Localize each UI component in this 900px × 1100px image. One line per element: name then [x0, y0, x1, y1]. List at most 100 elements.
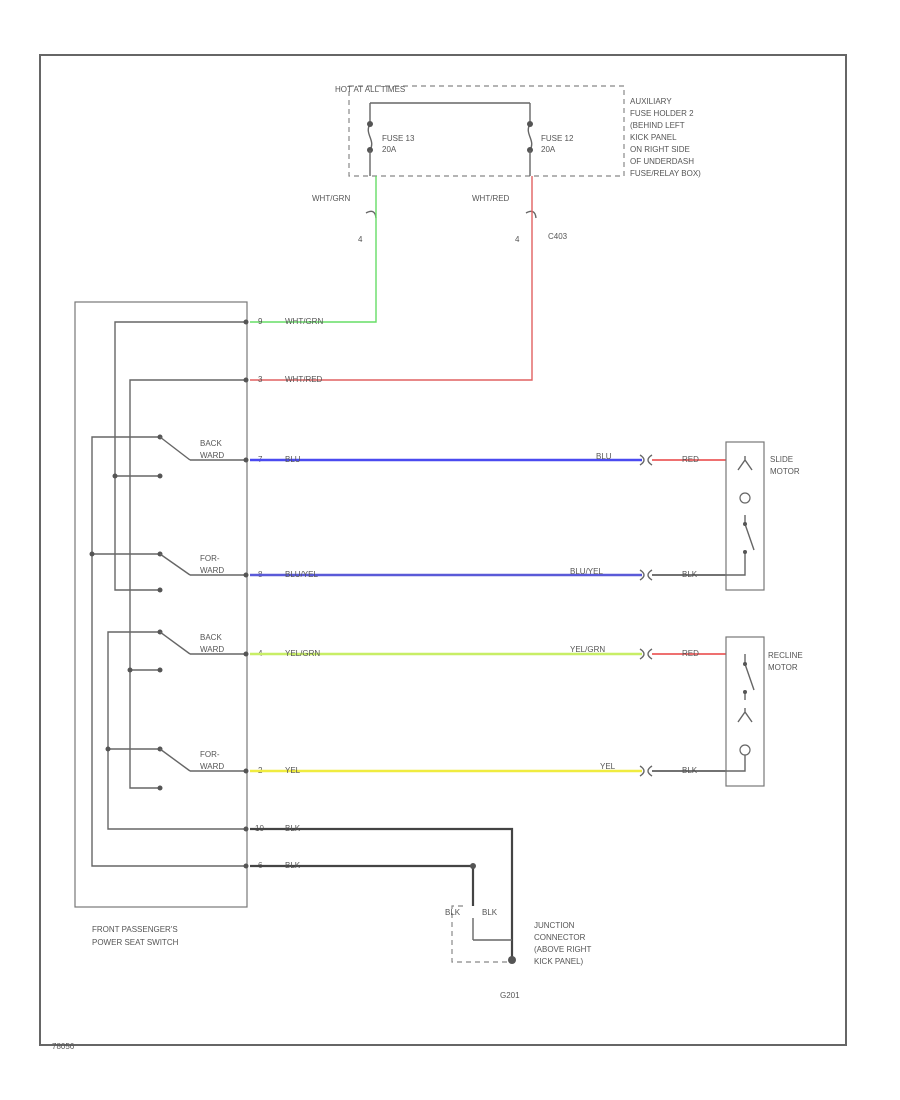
wire-blk-pin10	[250, 827, 514, 960]
ground-circuit: BLK BLK BLK BLK JUNCTION CONNECTOR (ABOV…	[250, 824, 591, 1000]
c403-name: C403	[548, 232, 568, 241]
fuse-block-title: HOT AT ALL TIMES	[335, 85, 405, 94]
inline-connectors	[639, 454, 653, 777]
recline-motor-contact-top	[743, 662, 747, 666]
fuse-13-rating: 20A	[382, 145, 397, 154]
junction-label-2: CONNECTOR	[534, 933, 586, 942]
inline-connector-3-icon	[639, 648, 653, 660]
contact-1-blade	[159, 436, 191, 461]
ground-point-dot	[508, 956, 516, 964]
pin-number-3: 3	[258, 375, 263, 384]
motor-wire-2-right-label: BLK	[682, 570, 698, 579]
c403-connector-b-icon	[525, 210, 537, 219]
fuse-12-name: FUSE 12	[541, 134, 574, 143]
wire-blu-label: BLU	[285, 455, 301, 464]
ground-id-label: G201	[500, 991, 520, 1000]
contact-3-blade	[159, 631, 191, 655]
diagram-frame	[39, 54, 847, 1046]
contact-2-label-2: WARD	[200, 566, 224, 575]
wire-blk-pin6	[250, 864, 475, 906]
pin-terminal-3	[243, 377, 249, 383]
wire-yel-label: YEL	[285, 766, 301, 775]
power-seat-switch: BACK WARD FOR- WARD BACK WARD FOR- WARD	[74, 301, 264, 947]
ground-wire-a-label: BLK	[445, 908, 461, 917]
junction-label-4: KICK PANEL)	[534, 957, 584, 966]
fuse-location-line-4: KICK PANEL	[630, 133, 677, 142]
switch-junction-1	[89, 551, 95, 557]
switch-bus-pin10	[107, 631, 246, 830]
slide-motor-housing	[725, 441, 765, 591]
contact-1-label-2: WARD	[200, 451, 224, 460]
slide-motor-lead	[726, 562, 746, 576]
fuse-12-terminal-top	[527, 121, 533, 127]
motor-wire-1-left-label: BLU	[596, 452, 612, 461]
motor-wire-2-left-label: BLU/YEL	[570, 567, 603, 576]
c403-pin-a: 4	[358, 235, 363, 244]
contact-3-label-1: BACK	[200, 633, 222, 642]
switch-housing	[74, 301, 248, 908]
switch-junction-3	[112, 473, 118, 479]
recline-motor-armature-icon	[739, 744, 751, 756]
wire-wht-grn	[250, 176, 377, 323]
pin-terminal-4	[243, 651, 249, 657]
slide-motor-contact-bottom	[743, 550, 747, 554]
switch-label-line-1: FRONT PASSENGER'S	[92, 925, 178, 934]
contact-3-nc	[157, 667, 163, 673]
slide-motor: SLIDE MOTOR	[725, 441, 800, 591]
contact-2-nc	[157, 587, 163, 593]
contact-4-label-1: FOR-	[200, 750, 220, 759]
slide-motor-label-2: MOTOR	[770, 467, 800, 476]
wire-yel-grn-label: YEL/GRN	[285, 649, 320, 658]
inline-connector-2-icon	[639, 569, 653, 581]
switch-bus-pin9	[114, 321, 246, 591]
fuse-location-line-5: ON RIGHT SIDE	[630, 145, 690, 154]
pin-number-9: 9	[258, 317, 263, 326]
slide-motor-contact-top	[743, 522, 747, 526]
inline-connector-4-icon	[639, 765, 653, 777]
motor-wire-4-right-label: BLK	[682, 766, 698, 775]
switch-pin-terminals	[243, 319, 249, 869]
pin-terminal-7	[243, 457, 249, 463]
fuse-location-line-1: AUXILIARY	[630, 97, 672, 106]
fuse-13-name: FUSE 13	[382, 134, 415, 143]
recline-motor-lead	[726, 755, 746, 772]
switch-label-line-2: POWER SEAT SWITCH	[92, 938, 179, 947]
fuse-13-symbol	[367, 123, 373, 151]
wire-blk-pin6-label: BLK	[285, 861, 301, 870]
contact-4-blade	[159, 748, 191, 772]
contact-2-label-1: FOR-	[200, 554, 220, 563]
pin-terminal-6	[243, 863, 249, 869]
c403-wire-a-label: WHT/GRN	[312, 194, 350, 203]
inline-connector-1-icon	[639, 454, 653, 466]
contact-1-label-1: BACK	[200, 439, 222, 448]
motor-wire-3-left-label: YEL/GRN	[570, 645, 605, 654]
recline-motor-label-1: RECLINE	[768, 651, 803, 660]
slide-motor-armature-icon	[739, 492, 751, 504]
c403-wire-b-label: WHT/RED	[472, 194, 510, 203]
junction-label-3: (ABOVE RIGHT	[534, 945, 591, 954]
footer-code: 78056	[52, 1042, 75, 1051]
junction-connector-box	[451, 905, 512, 963]
motor-wire-1-right-label: RED	[682, 455, 699, 464]
contact-4-nc	[157, 785, 163, 791]
contact-2-blade	[159, 553, 191, 576]
switch-junction-2	[105, 746, 111, 752]
fuse-holder-box	[348, 85, 625, 177]
recline-motor-limit-icon	[737, 708, 753, 723]
wire-blk-pin10-label: BLK	[285, 824, 301, 833]
contact-3-label-2: WARD	[200, 645, 224, 654]
wire-blu-yel-label: BLU/YEL	[285, 570, 318, 579]
motor-wire-3-right-label: RED	[682, 649, 699, 658]
c403-pin-b: 4	[515, 235, 520, 244]
fuse-12-symbol	[527, 123, 533, 151]
recline-motor-contact-bottom	[743, 690, 747, 694]
slide-motor-label-1: SLIDE	[770, 455, 793, 464]
slide-motor-breaker-icon	[744, 515, 755, 562]
contact-1-nc	[157, 473, 163, 479]
motor-wire-4-left-label: YEL	[600, 762, 616, 771]
switch-junction-4	[127, 667, 133, 673]
pin-terminal-10	[243, 826, 249, 832]
switch-bus-pin3	[129, 379, 246, 789]
recline-motor-housing	[725, 636, 765, 787]
